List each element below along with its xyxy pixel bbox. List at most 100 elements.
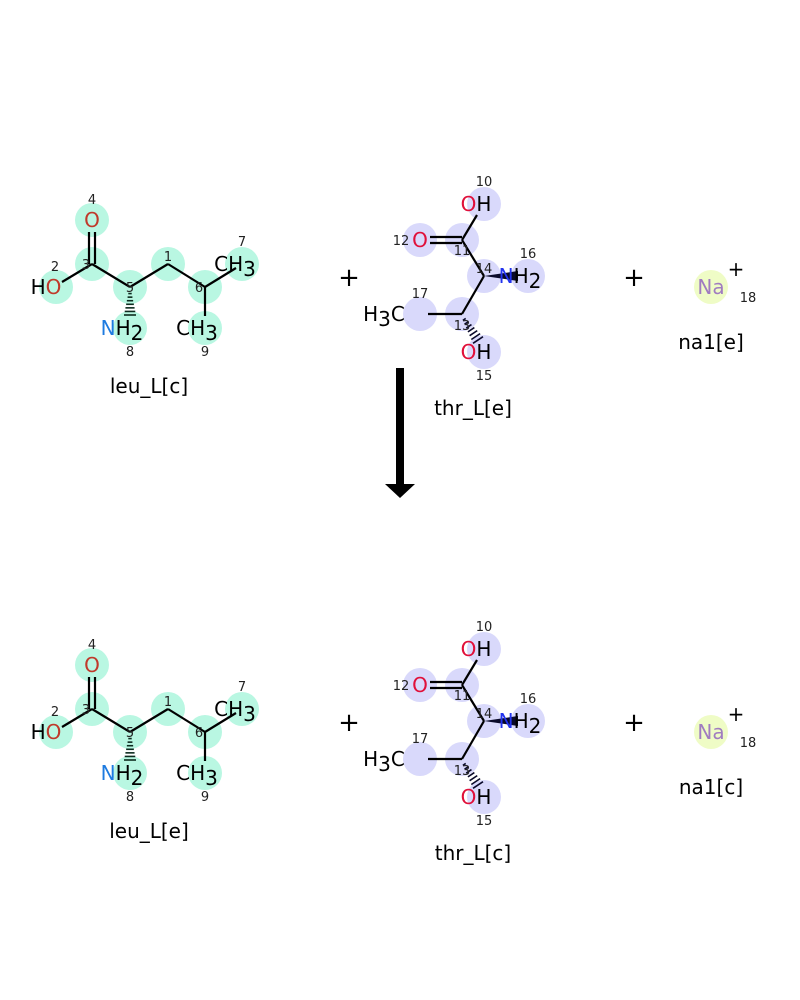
plus-sign: + xyxy=(338,708,360,738)
atom-number: 13 xyxy=(454,764,471,779)
atom-oxygen: O xyxy=(84,653,100,677)
atom-number: 5 xyxy=(126,281,134,296)
atom-number: 3 xyxy=(82,258,90,273)
atom-number: 7 xyxy=(238,235,246,250)
atom-number: 9 xyxy=(201,790,209,805)
atom-number: 18 xyxy=(740,291,757,306)
reactant-sodium: Na+18 xyxy=(694,257,756,306)
bond xyxy=(204,267,237,288)
atom-highlight xyxy=(75,203,109,237)
atom-methyl: H3C xyxy=(363,302,405,331)
reactant-threonine-label: thr_L[e] xyxy=(434,396,512,420)
plus-sign: + xyxy=(623,263,645,293)
atom-oxygen: O xyxy=(412,673,428,697)
atom-number: 2 xyxy=(51,260,59,275)
atom-amine: NH2 xyxy=(101,316,144,345)
product-threonine-label: thr_L[c] xyxy=(435,841,511,865)
hashed-bond xyxy=(462,762,467,767)
atom-highlight xyxy=(113,756,147,790)
atom-highlight xyxy=(467,780,501,814)
atom-number: 10 xyxy=(476,620,493,635)
atom-highlight xyxy=(188,311,222,345)
atom-methyl: CH3 xyxy=(176,316,218,345)
atom-hydroxyl: OH xyxy=(461,785,492,809)
atom-highlight xyxy=(39,715,73,749)
atom-number: 1 xyxy=(164,250,172,265)
bond xyxy=(461,275,485,315)
hashed-bond xyxy=(467,326,475,333)
bond xyxy=(204,712,237,733)
atom-number: 10 xyxy=(476,175,493,190)
bond xyxy=(167,708,206,733)
bond xyxy=(167,263,206,288)
hashed-bond xyxy=(465,323,472,329)
atom-number: 4 xyxy=(88,638,96,653)
atom-highlight xyxy=(467,335,501,369)
atom-number: 11 xyxy=(454,244,471,259)
bond xyxy=(461,684,485,722)
atom-highlight xyxy=(694,715,728,749)
atom-number: 6 xyxy=(195,281,203,296)
atom-number: 15 xyxy=(476,814,493,829)
atom-hydroxyl: HO xyxy=(31,275,62,299)
atom-amine: NH2 xyxy=(499,709,542,738)
atom-number: 8 xyxy=(126,790,134,805)
atom-amine: NH2 xyxy=(499,264,542,293)
bond xyxy=(61,263,93,283)
atom-number: 8 xyxy=(126,345,134,360)
atom-number: 13 xyxy=(454,319,471,334)
bond xyxy=(91,708,131,733)
atom-hydroxyl: OH xyxy=(461,637,492,661)
hashed-bond xyxy=(465,768,472,774)
bond xyxy=(461,239,485,277)
atom-methyl: CH3 xyxy=(214,697,256,726)
hashed-bond xyxy=(469,774,478,782)
atom-number: 2 xyxy=(51,705,59,720)
atom-highlight xyxy=(39,270,73,304)
hashed-bond xyxy=(470,777,481,786)
hashed-bond xyxy=(472,781,484,789)
atom-highlight xyxy=(75,648,109,682)
atom-amine: NH2 xyxy=(101,761,144,790)
atom-number: 15 xyxy=(476,369,493,384)
bond xyxy=(461,659,478,686)
atom-hydroxyl: HO xyxy=(31,720,62,744)
atom-number: 14 xyxy=(476,262,493,277)
atom-hydroxyl: OH xyxy=(461,192,492,216)
atom-number: 11 xyxy=(454,689,471,704)
hashed-bond xyxy=(464,765,470,770)
atom-number: 3 xyxy=(82,703,90,718)
reaction-arrow xyxy=(385,368,415,498)
atom-highlight xyxy=(694,270,728,304)
atom-methyl: CH3 xyxy=(176,761,218,790)
atom-number: 9 xyxy=(201,345,209,360)
reactant-sodium-label: na1[e] xyxy=(678,330,744,354)
hashed-bond xyxy=(462,317,467,322)
atom-highlight xyxy=(403,742,437,776)
atom-highlight xyxy=(113,311,147,345)
hashed-bond xyxy=(464,320,470,325)
atom-number: 7 xyxy=(238,680,246,695)
atom-number: 6 xyxy=(195,726,203,741)
atom-number: 5 xyxy=(126,726,134,741)
atom-highlight xyxy=(225,692,259,726)
bond xyxy=(91,263,131,288)
atom-number: 18 xyxy=(740,736,757,751)
atom-sodium: Na xyxy=(697,275,724,299)
reactant-leucine-label: leu_L[c] xyxy=(110,374,188,398)
bond xyxy=(129,708,169,733)
wedge-bond xyxy=(484,271,518,281)
atom-sodium: Na xyxy=(697,720,724,744)
atom-highlight xyxy=(403,297,437,331)
hashed-bond xyxy=(469,329,478,337)
atom-highlight xyxy=(403,223,437,257)
wedge-bond xyxy=(484,716,518,726)
bond xyxy=(461,214,478,241)
atom-oxygen: O xyxy=(412,228,428,252)
hashed-bond xyxy=(472,336,484,344)
atom-number: 1 xyxy=(164,695,172,710)
atom-hydroxyl: OH xyxy=(461,340,492,364)
